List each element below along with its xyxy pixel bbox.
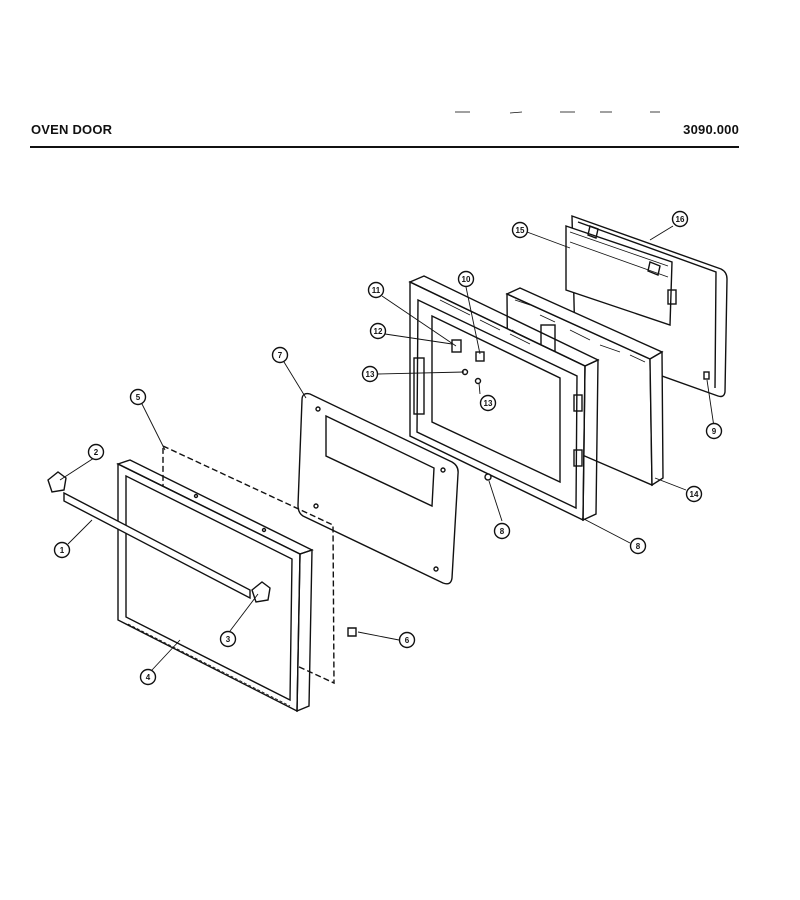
- part-number: 3090.000: [683, 122, 739, 137]
- callout-8: 8: [493, 522, 511, 540]
- svg-text:11: 11: [372, 286, 381, 295]
- svg-text:10: 10: [462, 275, 471, 284]
- callout-8b: 8: [629, 537, 647, 555]
- callout-7: 7: [271, 346, 289, 364]
- svg-text:2: 2: [94, 448, 99, 457]
- callout-4: 4: [139, 668, 157, 686]
- callout-5: 5: [129, 388, 147, 406]
- svg-text:9: 9: [712, 427, 717, 436]
- leader-lines: [59, 225, 715, 671]
- callout-10: 10: [457, 270, 475, 288]
- svg-text:8: 8: [500, 527, 505, 536]
- handle-caps: [47, 471, 271, 603]
- callout-11: 11: [367, 281, 385, 299]
- svg-text:4: 4: [146, 673, 151, 682]
- part-1-handle: [63, 491, 251, 600]
- callout-13: 13: [361, 365, 379, 383]
- callout-12: 12: [369, 322, 387, 340]
- callout-14: 14: [685, 485, 703, 503]
- callouts: 1 2 3 4 5 6 7 8 8 9 10 11 12 13 13 14 15…: [53, 210, 723, 686]
- svg-text:13: 13: [484, 399, 493, 408]
- callout-6: 6: [398, 631, 416, 649]
- callout-1: 1: [53, 541, 71, 559]
- svg-text:14: 14: [690, 490, 699, 499]
- part-6-screw: [347, 627, 357, 637]
- callout-2: 2: [87, 443, 105, 461]
- svg-text:15: 15: [516, 226, 525, 235]
- svg-text:12: 12: [374, 327, 383, 336]
- callout-3: 3: [219, 630, 237, 648]
- svg-text:7: 7: [278, 351, 283, 360]
- svg-text:16: 16: [676, 215, 685, 224]
- part-13-screw-b: [474, 377, 482, 385]
- svg-text:8: 8: [636, 542, 641, 551]
- part-7-inner-glass: [297, 392, 459, 585]
- part-2-cap: [47, 471, 67, 493]
- part-3-cap: [251, 581, 271, 603]
- callout-9: 9: [705, 422, 723, 440]
- diagram-title: OVEN DOOR: [31, 122, 113, 137]
- svg-text:1: 1: [60, 546, 65, 555]
- svg-text:6: 6: [405, 636, 410, 645]
- callout-13b: 13: [479, 394, 497, 412]
- part-6-screw-upper: [484, 473, 492, 481]
- svg-text:5: 5: [136, 393, 141, 402]
- part-12-clip: [451, 339, 462, 353]
- callout-15: 15: [511, 221, 529, 239]
- scan-specks: [455, 111, 660, 114]
- header-rule: [30, 146, 739, 148]
- callout-16: 16: [671, 210, 689, 228]
- svg-text:3: 3: [226, 635, 231, 644]
- small-hardware: [451, 339, 492, 481]
- svg-text:13: 13: [366, 370, 375, 379]
- part-4-outer-frame: [116, 459, 314, 713]
